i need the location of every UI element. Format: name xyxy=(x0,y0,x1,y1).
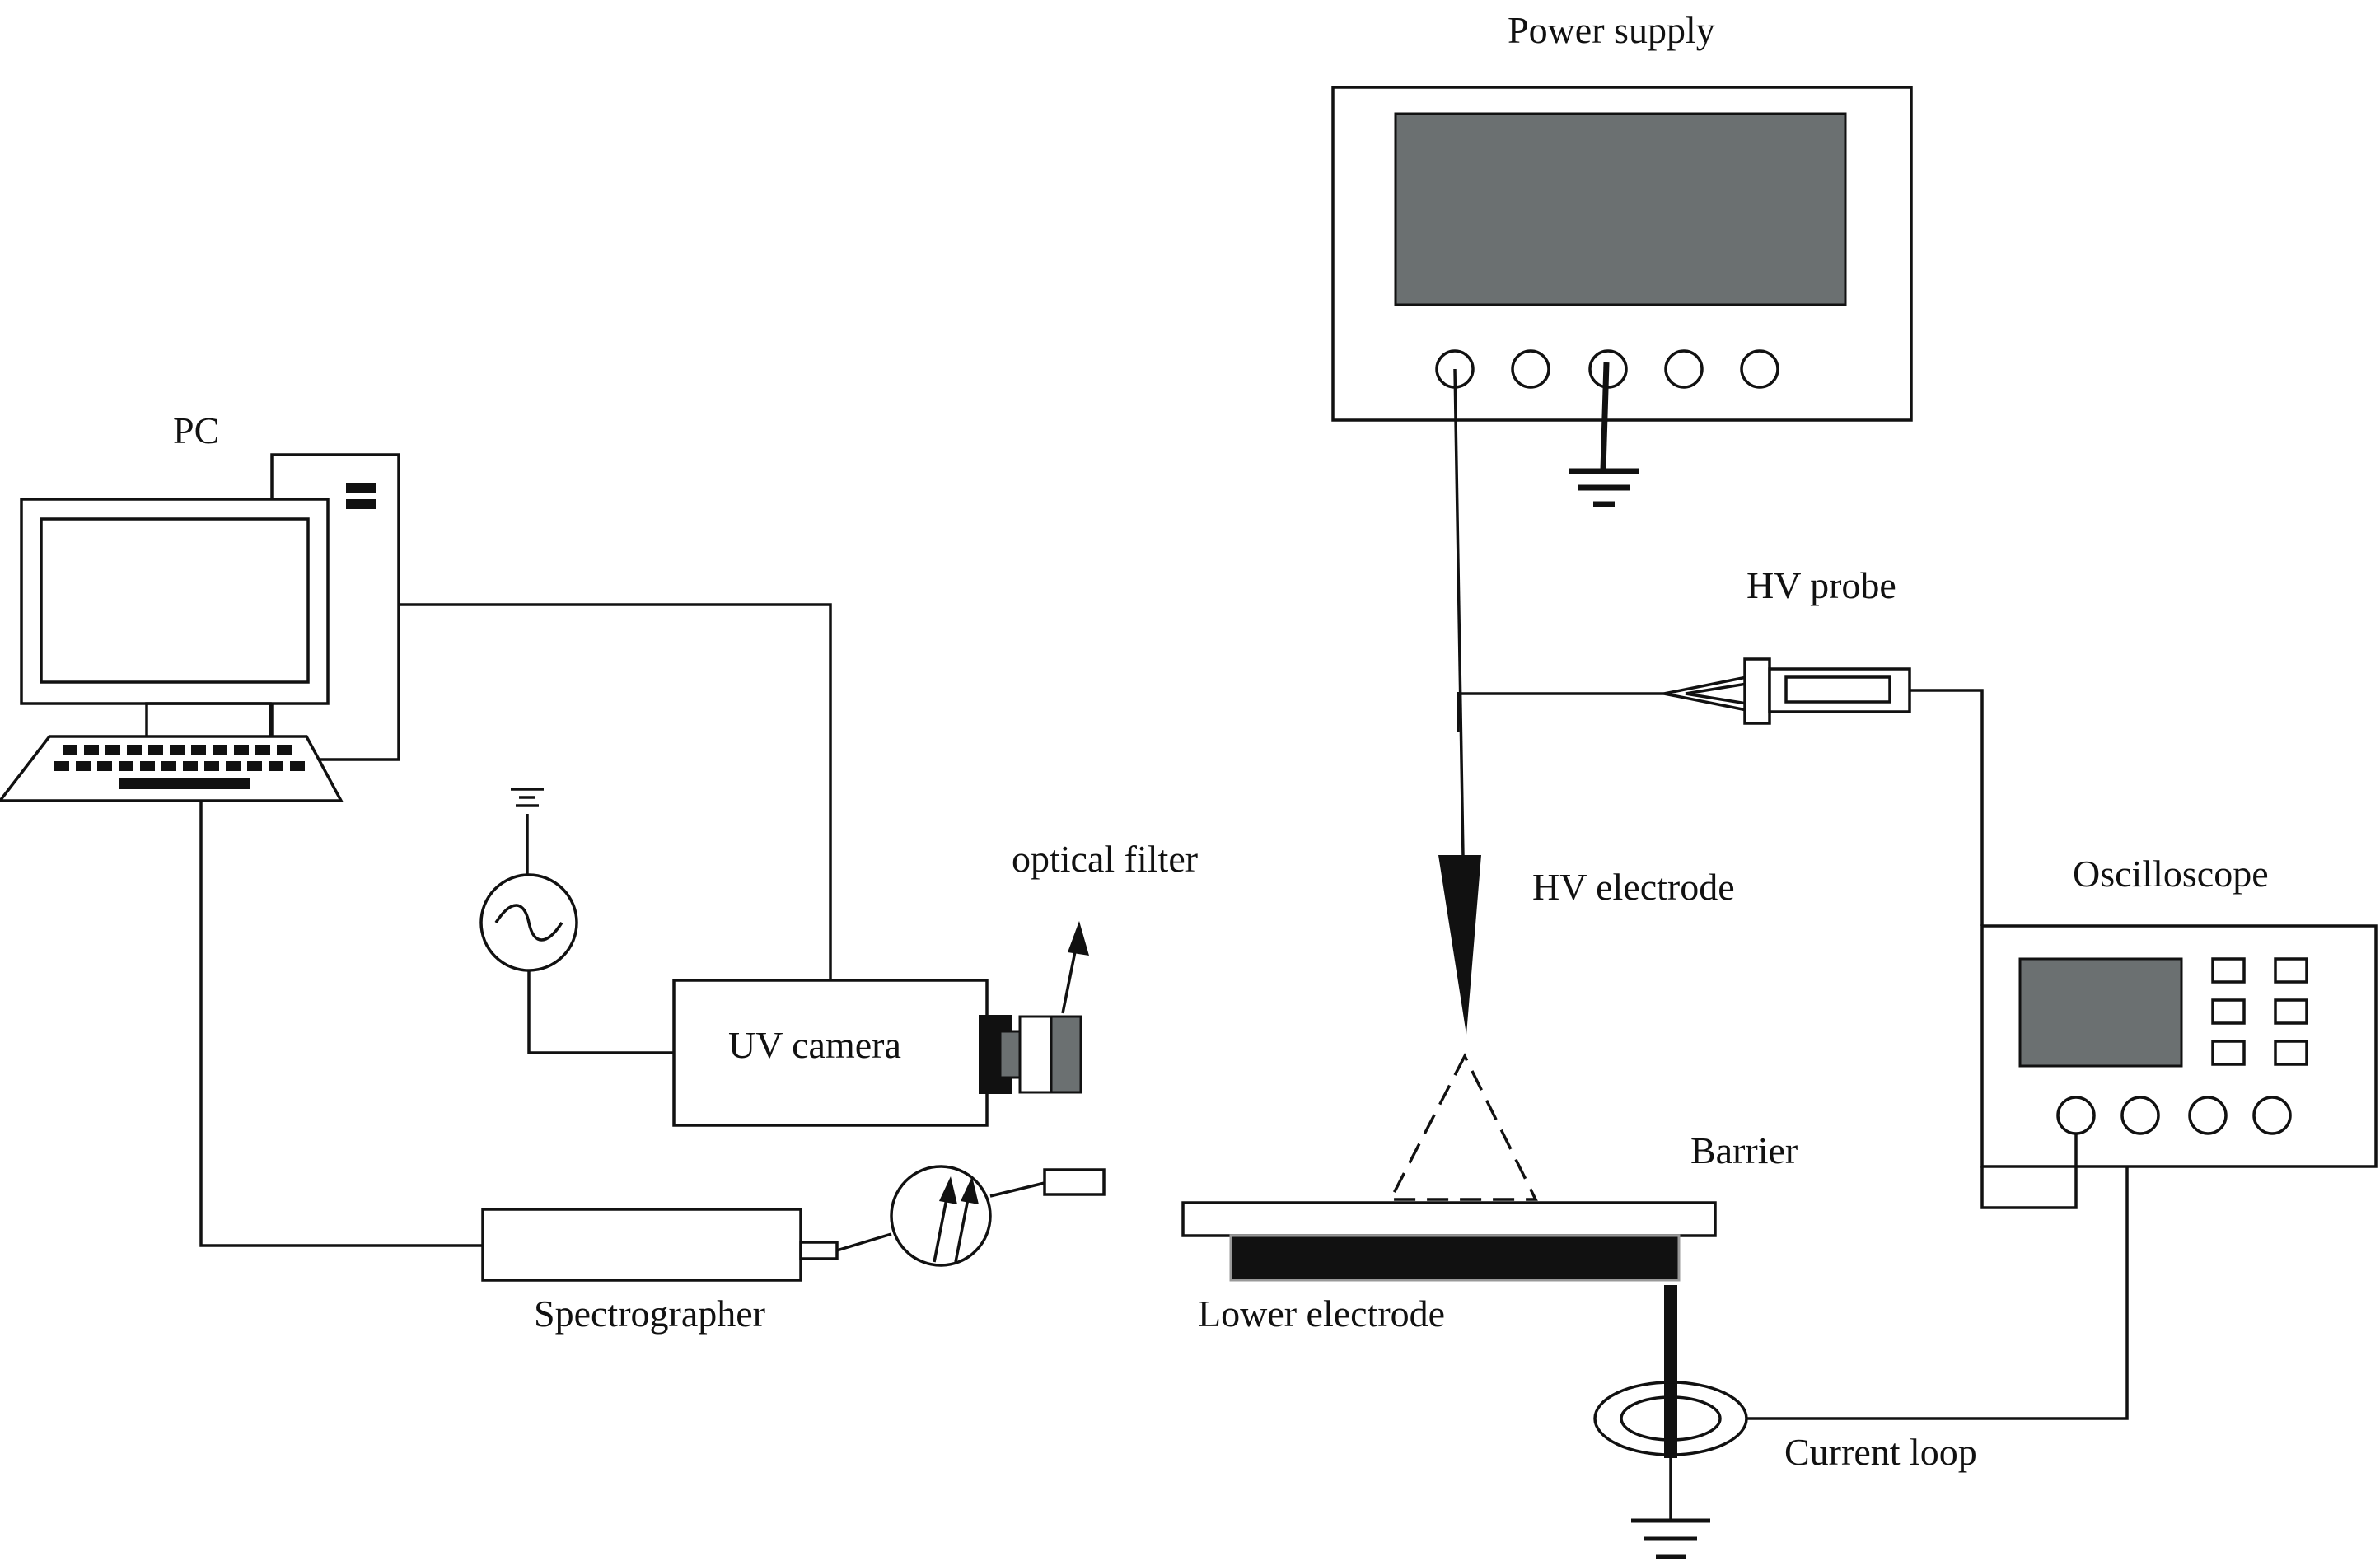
spectrographer-body xyxy=(481,1208,802,1282)
optical-fiber-lens xyxy=(890,1165,992,1267)
barrier xyxy=(1181,1201,1717,1237)
oscilloscope-button[interactable] xyxy=(2211,1040,2246,1066)
power-supply-knob[interactable] xyxy=(1740,349,1779,389)
spectrographer-label: Spectrographer xyxy=(534,1293,765,1335)
pc-monitor xyxy=(20,498,330,705)
oscilloscope-channel-4[interactable] xyxy=(2252,1096,2292,1135)
power-supply-label: Power supply xyxy=(1508,9,1715,51)
spectrographer: Spectrographer xyxy=(481,1165,1106,1335)
pc-keyboard-keys xyxy=(54,745,305,789)
oscilloscope-channel-1[interactable] xyxy=(2056,1096,2096,1135)
fiber-probe-tip xyxy=(1043,1168,1106,1196)
pc: PC xyxy=(0,409,400,802)
ground-symbol xyxy=(1569,362,1639,507)
arrow-up-icon xyxy=(1068,921,1089,956)
hv-probe-label: HV probe xyxy=(1746,564,1896,606)
ac-source xyxy=(479,788,676,1054)
lower-electrode-label: Lower electrode xyxy=(1198,1293,1445,1335)
spectrographer-port xyxy=(799,1241,839,1260)
hv-electrode: HV electrode xyxy=(1388,855,1735,1201)
pc-camera-cable xyxy=(399,603,832,980)
hv-probe-tip xyxy=(1663,675,1748,713)
oscilloscope-channel-2[interactable] xyxy=(2120,1096,2160,1135)
uv-camera: UV camera optical filter xyxy=(672,838,1198,1127)
uv-camera-body xyxy=(672,979,989,1127)
power-supply-display xyxy=(1394,112,1847,306)
hv-cable xyxy=(1453,368,1465,858)
oscilloscope-button[interactable] xyxy=(2274,1040,2308,1066)
pc-tower-slot xyxy=(346,499,376,509)
oscilloscope-button[interactable] xyxy=(2274,998,2308,1025)
hv-probe-window xyxy=(1784,675,1891,704)
uv-camera-label: UV camera xyxy=(728,1024,901,1066)
current-loop: Current loop xyxy=(1593,1115,2129,1473)
oscilloscope-button[interactable] xyxy=(2211,998,2246,1025)
optical-filter-body xyxy=(1018,1015,1053,1094)
arrow-up-icon xyxy=(939,1176,957,1204)
oscilloscope: Oscilloscope xyxy=(1980,853,2378,1209)
pc-monitor-screen xyxy=(40,517,310,684)
arrow-up-icon xyxy=(961,1176,979,1204)
power-supply: Power supply xyxy=(1331,9,1913,507)
discharge-region xyxy=(1388,1053,1538,1201)
current-loop-label: Current loop xyxy=(1784,1431,1977,1473)
oscilloscope-channel-3[interactable] xyxy=(2188,1096,2228,1135)
ground-symbol xyxy=(1631,1518,1710,1559)
hv-electrode-needle xyxy=(1438,855,1481,1035)
barrier-label: Barrier xyxy=(1690,1129,1798,1171)
barrier-assembly: Barrier Lower electrode xyxy=(1181,1129,1798,1559)
oscilloscope-screen xyxy=(2018,957,2183,1068)
power-supply-knob[interactable] xyxy=(1664,349,1704,389)
hv-probe: HV probe xyxy=(1458,564,1984,926)
camera-lens-ring xyxy=(998,1030,1023,1079)
pc-label: PC xyxy=(173,409,219,451)
power-supply-knob[interactable] xyxy=(1511,349,1550,389)
lower-electrode xyxy=(1229,1234,1681,1282)
oscilloscope-button[interactable] xyxy=(2211,957,2246,984)
pc-tower-slot xyxy=(346,483,376,493)
oscilloscope-label: Oscilloscope xyxy=(2073,853,2269,895)
hv-electrode-label: HV electrode xyxy=(1532,866,1735,908)
pc-spectrographer-cable xyxy=(199,801,483,1247)
optical-filter-element xyxy=(1050,1015,1082,1094)
oscilloscope-button[interactable] xyxy=(2274,957,2308,984)
hv-probe-collar xyxy=(1743,657,1771,725)
optical-filter-label: optical filter xyxy=(1012,838,1198,880)
pc-monitor-stand xyxy=(145,702,272,741)
